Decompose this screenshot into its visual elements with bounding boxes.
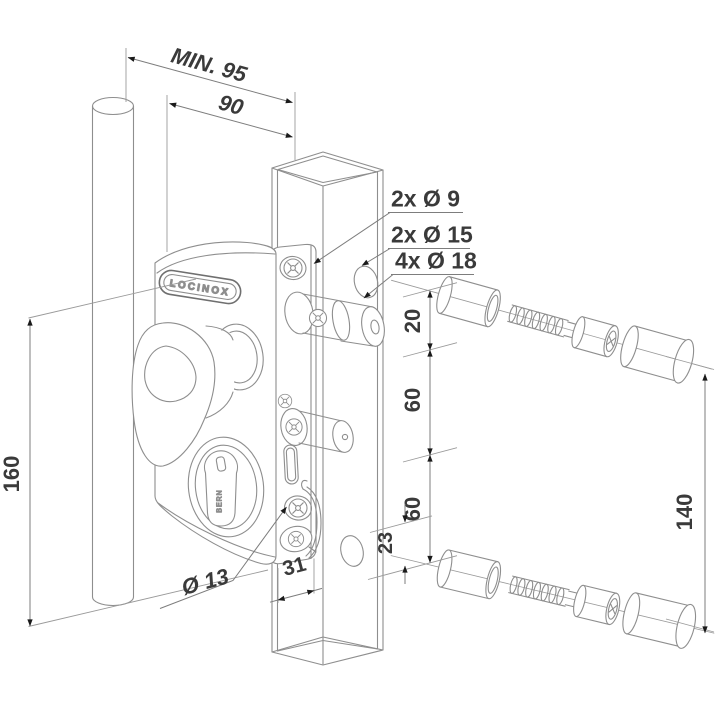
dimension-60-upper: 60 [400, 388, 425, 412]
svg-text:23: 23 [375, 532, 397, 554]
bolt-middle [277, 393, 354, 453]
tube-hole-top [353, 265, 379, 299]
fastener-set-top [384, 258, 718, 392]
dimension-60-lower: 60 [400, 497, 425, 521]
euro-cylinder: BERN [187, 436, 265, 538]
knob-assembly [131, 322, 264, 467]
svg-text:160: 160 [0, 456, 24, 493]
dimension-90: 90 [166, 89, 293, 252]
svg-text:Ø 13: Ø 13 [179, 564, 232, 600]
bottom-fixing-plate [279, 444, 322, 559]
dimension-20: 20 [400, 309, 425, 333]
dimension-160: 160 [0, 278, 269, 627]
label-holes-9: 2x Ø 9 [313, 186, 463, 264]
svg-text:90: 90 [216, 89, 247, 120]
dimension-23: 23 [369, 504, 433, 584]
fastener-set-bottom [385, 533, 720, 656]
latch-bolt-top [284, 291, 385, 347]
round-post [91, 96, 135, 607]
knob [131, 322, 216, 467]
cylinder-brand-text: BERN [217, 489, 224, 512]
locinox-badge: LOCINOX [158, 269, 242, 305]
keyway [215, 456, 227, 472]
dimension-chain-right: 20 60 60 [367, 282, 458, 580]
svg-text:2x Ø 9: 2x Ø 9 [391, 186, 460, 212]
label-holes-15: 2x Ø 15 [361, 222, 473, 266]
svg-text:140: 140 [672, 494, 697, 531]
svg-text:4x Ø 18: 4x Ø 18 [395, 248, 477, 274]
label-holes-18: 4x Ø 18 [363, 248, 477, 299]
svg-text:2x Ø 15: 2x Ø 15 [391, 222, 473, 248]
tube-hole-bottom [340, 535, 364, 567]
plate-screw-top [279, 255, 307, 281]
dimension-140: 140 [665, 356, 715, 634]
dimension-min95: MIN. 95 [125, 42, 296, 160]
svg-text:MIN. 95: MIN. 95 [169, 42, 251, 87]
